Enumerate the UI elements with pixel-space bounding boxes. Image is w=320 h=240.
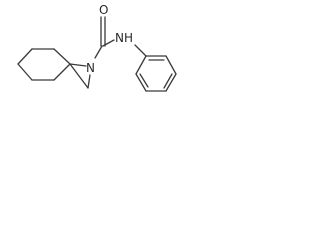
aziridine-ring	[69, 63, 91, 89]
bond-ring3	[17, 48, 33, 65]
ring-nitrogen-label: N	[86, 61, 95, 75]
bond-ph2	[165, 55, 177, 75]
bond-c-nh	[102, 39, 115, 47]
bond-ring4	[17, 63, 33, 81]
bond-n-ch2	[87, 74, 91, 89]
oxygen-label: O	[99, 3, 108, 17]
bond-ph6	[135, 55, 147, 75]
atom-labels: O N N H	[86, 3, 133, 75]
bond-ph-double2	[163, 73, 173, 89]
bond-spiro-n	[69, 63, 87, 67]
chemical-structure: O N N H	[17, 3, 177, 92]
amide-nitrogen-label: N	[115, 31, 124, 45]
cyclohexane-ring	[17, 48, 71, 81]
bond-ph3	[165, 73, 177, 92]
bond-n-carbonyl	[94, 45, 103, 59]
bond-ch2-spiro	[69, 63, 89, 89]
bond-ph-double3	[139, 73, 149, 88]
bond-ring6	[53, 63, 71, 81]
bond-ph5	[135, 73, 147, 92]
bond-ring1	[53, 48, 71, 65]
bond-nh-phenyl	[134, 44, 147, 57]
phenyl-ring	[135, 55, 177, 92]
amide-hydrogen-label: H	[124, 31, 133, 45]
amide-group	[94, 16, 147, 59]
